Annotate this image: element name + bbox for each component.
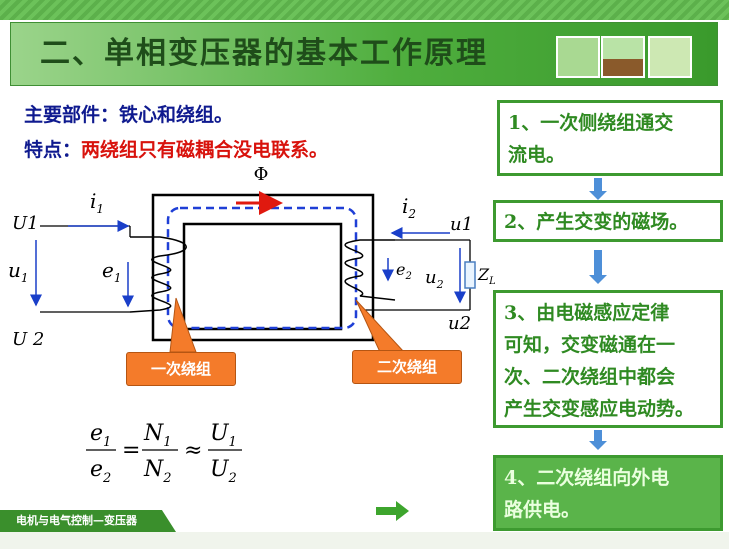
iron-core-window	[182, 222, 343, 331]
feature-text: 特点：两绕组只有磁耦合没电联系。	[24, 135, 328, 162]
U2-label: U 2	[12, 329, 44, 350]
transformer-diagram: Φ i1 U1 u1 U 2 e1 ZL i2 u1 u2 e2 u2	[8, 164, 495, 353]
title-bar	[10, 22, 718, 86]
svg-text:N1: N1	[143, 421, 172, 450]
e1-label: e1	[102, 258, 121, 285]
u2-mid-label: u2	[425, 267, 444, 291]
i1-label: i1	[90, 189, 104, 216]
svg-text:U1: U1	[210, 421, 237, 450]
main-parts-text: 主要部件：铁心和绕组。	[24, 104, 234, 126]
decorative-image-2	[601, 36, 645, 78]
ZL-label: ZL	[477, 265, 495, 287]
step-1-line-2: 流电。	[508, 144, 566, 166]
step-1-line-1: 1、一次侧绕组通交	[508, 112, 674, 134]
top-stripe	[0, 0, 729, 20]
decorative-image-1	[556, 36, 600, 78]
feature-label: 特点：	[24, 139, 82, 161]
secondary-winding-callout: 二次绕组	[352, 350, 462, 384]
step-3-line-4: 产生交变感应电动势。	[504, 398, 695, 420]
footer-label: 电机与电气控制—变压器	[0, 510, 176, 532]
step-box-2: 2、产生交变的磁场。	[493, 200, 723, 242]
step-arrow-1	[589, 178, 607, 200]
svg-text:≈: ≈	[184, 438, 202, 463]
step-arrow-2	[589, 250, 607, 284]
svg-text:N2: N2	[143, 457, 172, 486]
u1-left-label: u1	[8, 258, 29, 285]
U1-label: U1	[12, 213, 39, 234]
primary-winding-callout: 一次绕组	[126, 352, 236, 386]
step-3-line-3: 次、二次绕组中都会	[504, 366, 676, 388]
primary-winding	[129, 236, 187, 313]
svg-text:e1: e1	[90, 421, 111, 450]
u2-right-label: u2	[448, 313, 471, 334]
feature-value: 两绕组只有磁耦合没电联系。	[81, 139, 329, 161]
svg-text:=: =	[122, 438, 140, 463]
step-box-1: 1、一次侧绕组通交 流电。	[497, 100, 723, 176]
step-3-line-1: 3、由电磁感应定律	[504, 302, 670, 324]
ratio-formula: e1 e2 = N1 N2 ≈ U1 U2	[86, 421, 242, 486]
step-4-line-2: 路供电。	[504, 499, 581, 521]
secondary-winding	[344, 239, 396, 301]
load-impedance	[464, 261, 476, 289]
next-arrow-icon[interactable]	[376, 500, 410, 522]
svg-text:U2: U2	[210, 457, 237, 486]
i2-label: i2	[402, 194, 416, 221]
decorative-image-3	[648, 36, 692, 78]
step-box-4: 4、二次绕组向外电 路供电。	[493, 455, 723, 531]
step-2-line-1: 2、产生交变的磁场。	[504, 211, 689, 233]
e2-label: e2	[396, 260, 412, 282]
step-3-line-2: 可知，交变磁通在一	[504, 334, 676, 356]
step-arrow-3	[589, 430, 607, 450]
u1-right-label: u1	[450, 214, 473, 235]
svg-text:e2: e2	[90, 457, 111, 486]
step-box-3: 3、由电磁感应定律 可知，交变磁通在一 次、二次绕组中都会 产生交变感应电动势。	[493, 290, 723, 428]
flux-label: Φ	[254, 164, 269, 185]
page-title: 二、单相变压器的基本工作原理	[40, 36, 488, 71]
bottom-stripe	[0, 532, 729, 549]
step-4-line-1: 4、二次绕组向外电	[504, 467, 670, 489]
